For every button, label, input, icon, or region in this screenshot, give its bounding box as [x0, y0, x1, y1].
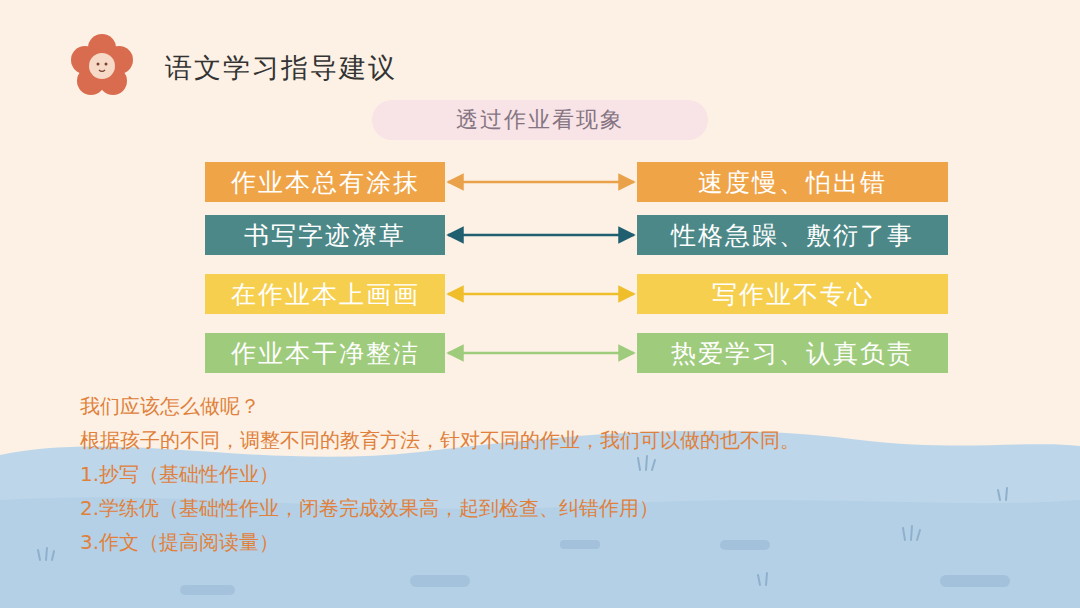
box-text: 写作业不专心: [712, 278, 874, 311]
cause-box: 速度慢、怕出错: [637, 162, 948, 202]
phenomenon-box: 作业本总有涂抹: [205, 162, 445, 202]
box-text: 作业本总有涂抹: [231, 166, 420, 199]
box-text: 透过作业看现象: [456, 105, 624, 135]
double-arrow: [448, 293, 634, 296]
box-text: 速度慢、怕出错: [698, 166, 887, 199]
cause-box: 性格急躁、敷衍了事: [637, 215, 948, 255]
double-arrow: [448, 352, 634, 355]
box-text: 性格急躁、敷衍了事: [671, 219, 914, 252]
grass: [38, 456, 1007, 585]
hill: [0, 431, 1080, 608]
advice-note: 根据孩子的不同，调整不同的教育方法，针对不同的作业，我们可以做的也不同。: [80, 427, 800, 454]
slide-title: 语文学习指导建议: [165, 50, 397, 86]
phenomenon-box: 在作业本上画画: [205, 274, 445, 314]
phenomenon-box: 作业本干净整洁: [205, 333, 445, 373]
stones: [180, 540, 1010, 595]
box-text: 在作业本上画画: [231, 278, 420, 311]
cause-box: 热爱学习、认真负责: [637, 333, 948, 373]
phenomenon-box: 书写字迹潦草: [205, 215, 445, 255]
box-text: 热爱学习、认真负责: [671, 337, 914, 370]
advice-note: 3.作文（提高阅读量）: [80, 529, 279, 556]
flower-icon: [71, 34, 133, 95]
question-note: 我们应该怎么做呢？: [80, 393, 260, 420]
box-text: 书写字迹潦草: [244, 219, 406, 252]
double-arrow: [448, 234, 634, 237]
cause-box: 写作业不专心: [637, 274, 948, 314]
advice-note: 1.抄写（基础性作业）: [80, 461, 279, 488]
advice-note: 2.学练优（基础性作业，闭卷完成效果高，起到检查、纠错作用）: [80, 495, 659, 522]
double-arrow: [448, 181, 634, 184]
subtitle-pill: 透过作业看现象: [372, 100, 708, 140]
box-text: 作业本干净整洁: [231, 337, 420, 370]
